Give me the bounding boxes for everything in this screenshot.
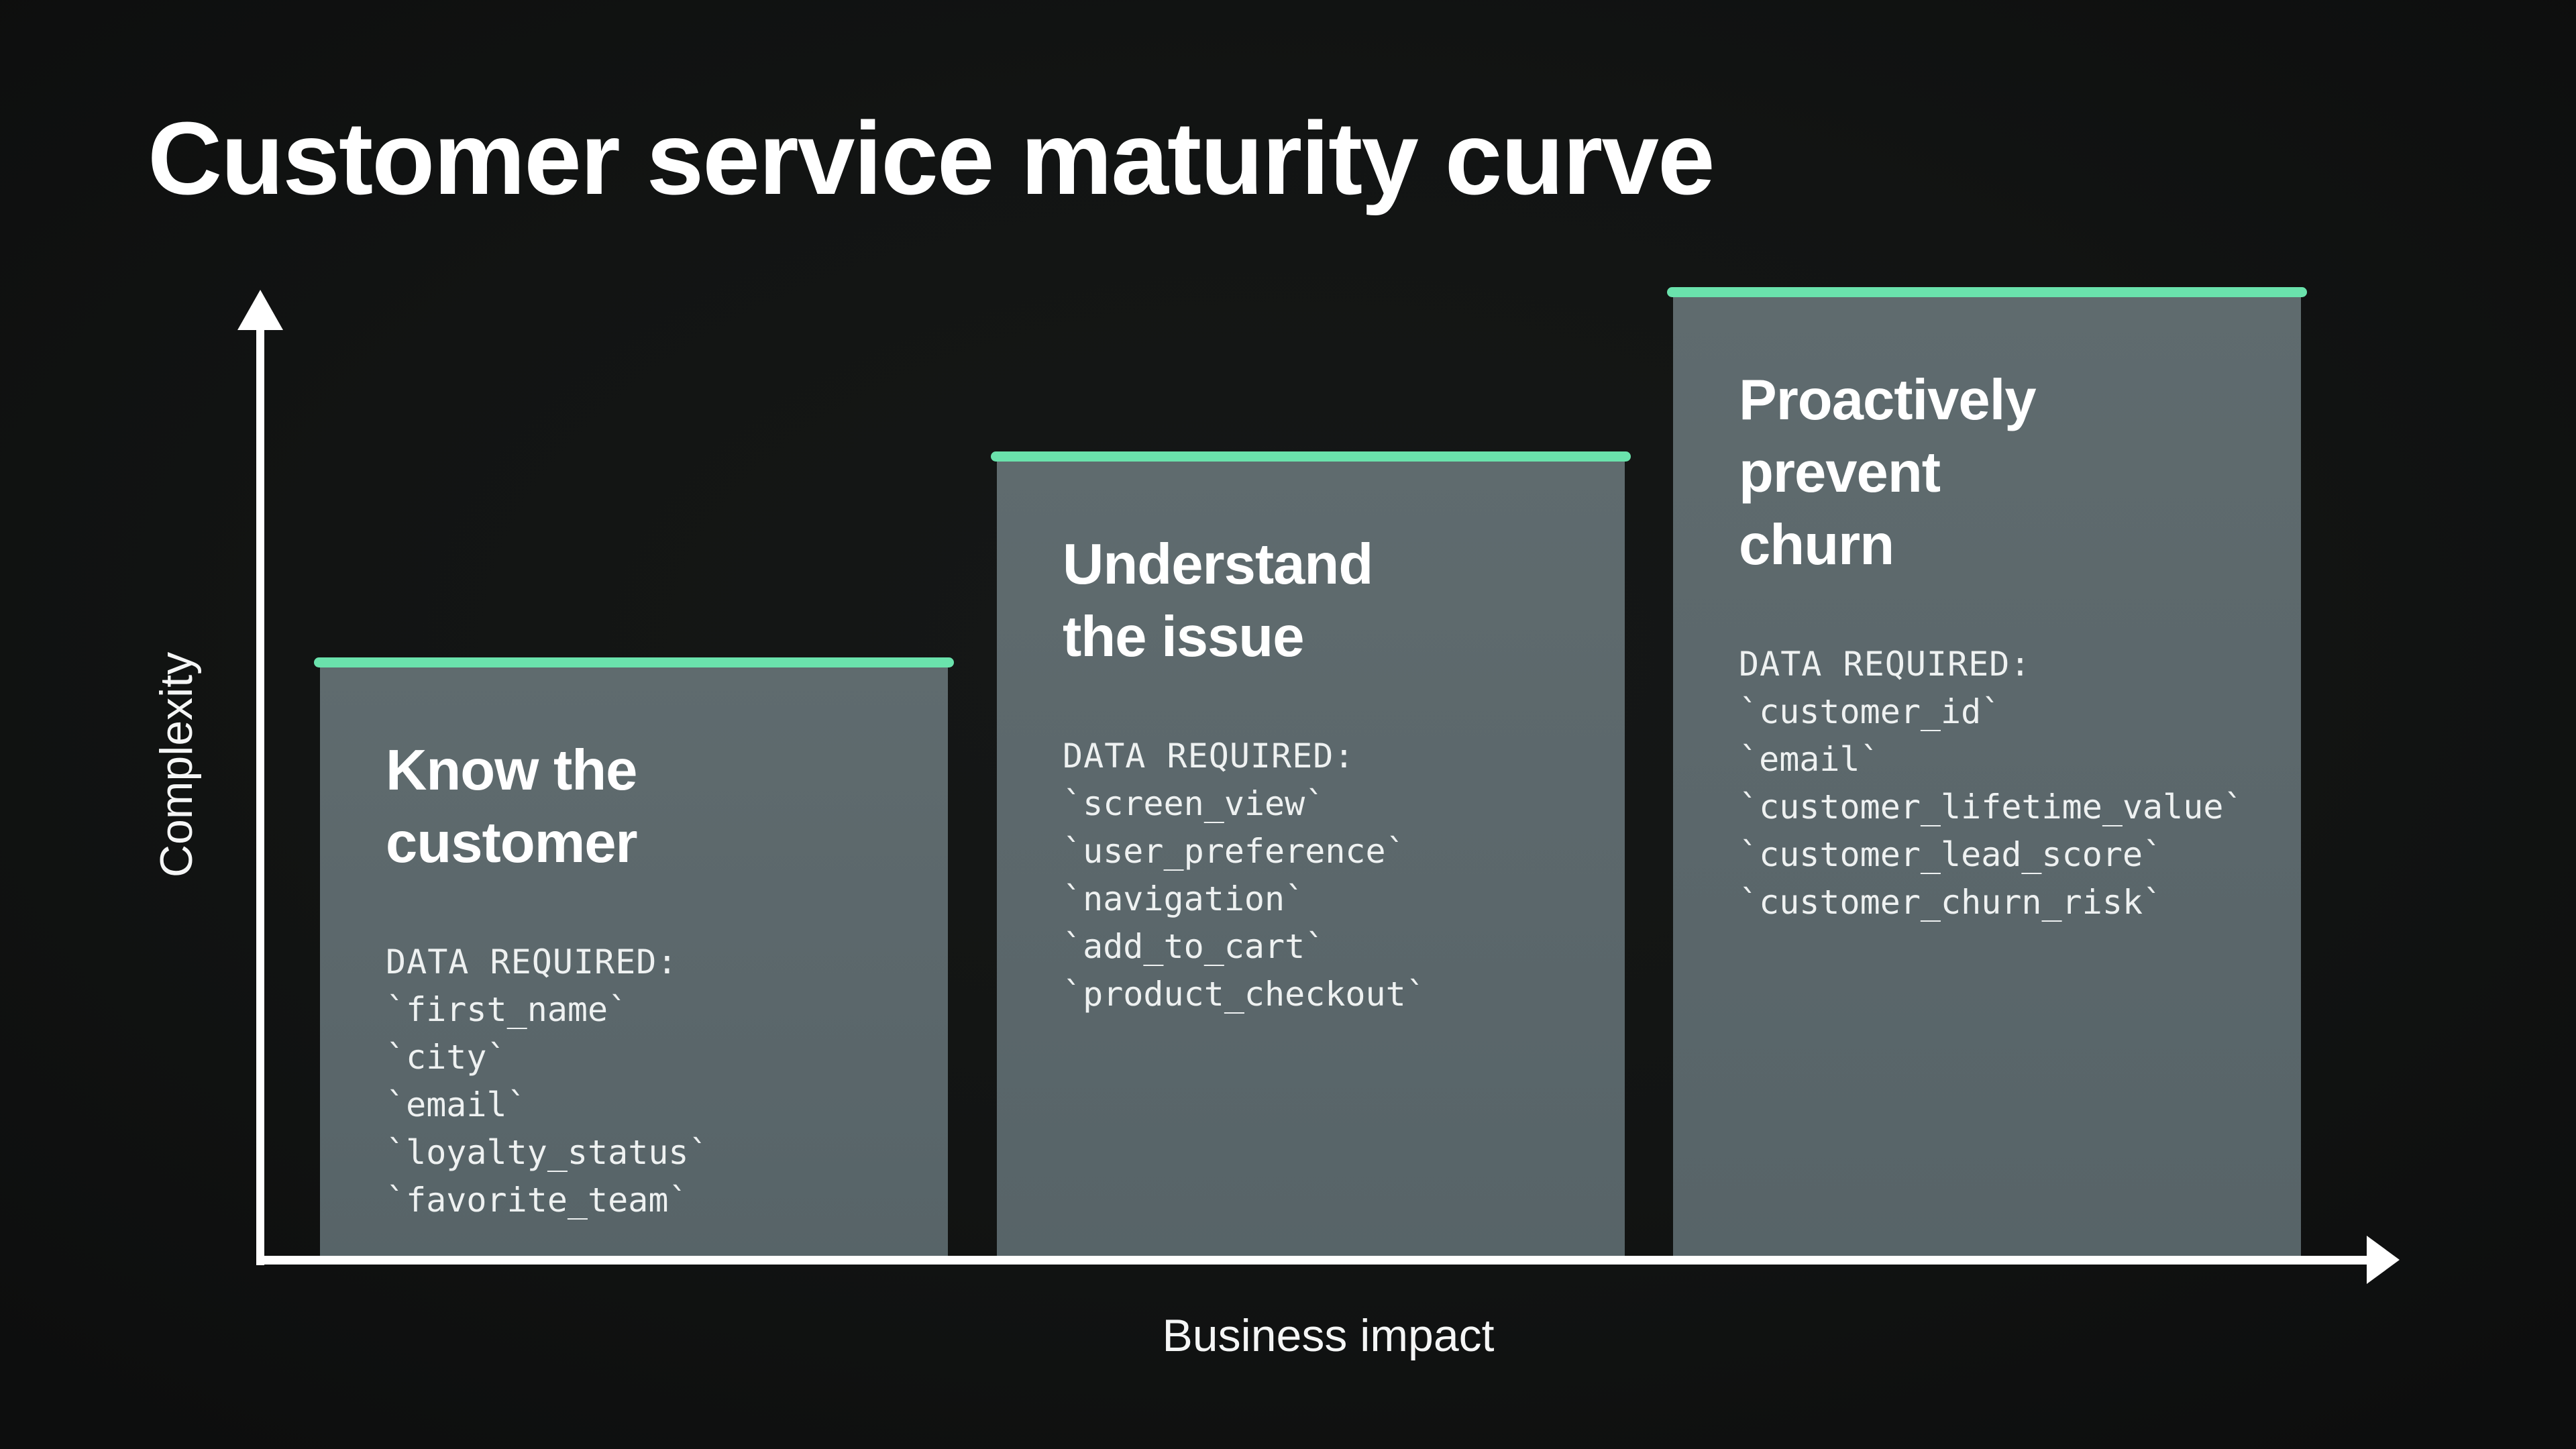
stage-title: Know the customer — [386, 739, 638, 875]
bar-top-accent — [1667, 287, 2307, 297]
y-axis-label: Complexity — [151, 651, 202, 878]
bar-body: Know the customer DATA REQUIRED: `first_… — [320, 667, 948, 1265]
data-field: `add_to_cart` — [1063, 927, 1326, 966]
data-required-label: DATA REQUIRED: — [386, 943, 678, 981]
data-field: `favorite_team` — [386, 1181, 689, 1220]
stage-bar-know-the-customer: Know the customer DATA REQUIRED: `first_… — [314, 657, 954, 1265]
data-required-block: DATA REQUIRED: `screen_view` `user_prefe… — [1063, 733, 1585, 1018]
data-field: `screen_view` — [1063, 784, 1326, 823]
data-field: `city` — [386, 1038, 507, 1077]
x-axis-label: Business impact — [1162, 1310, 1495, 1361]
data-field: `customer_lead_score` — [1739, 835, 2163, 874]
data-field: `user_preference` — [1063, 832, 1406, 871]
data-field: `customer_churn_risk` — [1739, 883, 2163, 922]
data-required-block: DATA REQUIRED: `customer_id` `email` `cu… — [1739, 641, 2261, 926]
bar-top-accent — [314, 657, 954, 667]
data-required-label: DATA REQUIRED: — [1739, 645, 2031, 684]
data-field: `loyalty_status` — [386, 1133, 709, 1172]
data-field: `first_name` — [386, 990, 629, 1029]
y-axis-line — [256, 322, 264, 1265]
data-field: `customer_lifetime_value` — [1739, 788, 2244, 826]
data-field: `email` — [1739, 740, 1880, 779]
data-required-block: DATA REQUIRED: `first_name` `city` `emai… — [386, 938, 908, 1224]
bar-top-accent — [991, 451, 1631, 462]
data-field: `product_checkout` — [1063, 975, 1426, 1014]
data-field: `email` — [386, 1085, 527, 1124]
x-axis-arrow-icon — [2367, 1236, 2400, 1284]
bar-body: Proactively prevent churn DATA REQUIRED:… — [1673, 297, 2301, 1265]
data-field: `navigation` — [1063, 879, 1305, 918]
y-axis-arrow-icon — [237, 290, 283, 330]
data-required-label: DATA REQUIRED: — [1063, 737, 1355, 775]
stage-title: Understand the issue — [1063, 533, 1373, 669]
stage-bar-understand-the-issue: Understand the issue DATA REQUIRED: `scr… — [991, 451, 1631, 1265]
page-title: Customer service maturity curve — [148, 101, 1715, 216]
bar-body: Understand the issue DATA REQUIRED: `scr… — [997, 462, 1625, 1265]
data-field: `customer_id` — [1739, 692, 2002, 731]
stage-bar-proactively-prevent-churn: Proactively prevent churn DATA REQUIRED:… — [1667, 287, 2307, 1265]
stage-title: Proactively prevent churn — [1739, 368, 2037, 577]
